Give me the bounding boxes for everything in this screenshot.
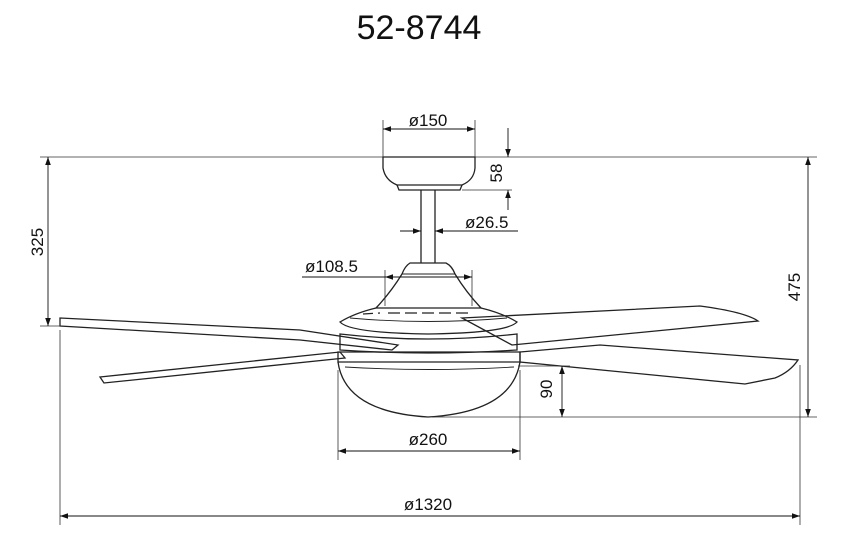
label-light-diameter: ø260: [409, 430, 448, 449]
label-sweep-diameter: ø1320: [404, 495, 452, 514]
dimension-ceiling-to-blade: 325: [28, 157, 51, 326]
dimension-light-height: 90: [537, 366, 565, 417]
fan-outline: [40, 156, 817, 418]
downrod: [420, 190, 436, 263]
label-ceiling-to-blade: 325: [28, 228, 47, 256]
blade-right-upper: [459, 305, 760, 346]
dimension-canopy-height: 58: [487, 128, 511, 210]
blade-right-lower: [519, 344, 800, 385]
dimension-motor-top-diameter: ø108.5: [302, 257, 472, 280]
canopy: [382, 156, 476, 191]
label-downrod-diameter: ø26.5: [465, 213, 508, 232]
label-canopy-height: 58: [487, 164, 506, 183]
dimension-overall-height: 475: [785, 157, 811, 417]
light-kit: [337, 351, 521, 418]
dimension-downrod-diameter: ø26.5: [400, 213, 518, 234]
label-light-height: 90: [537, 380, 556, 399]
dimension-sweep-diameter: ø1320: [60, 495, 800, 519]
blade-left-lower: [98, 351, 347, 384]
dimension-light-diameter: ø260: [338, 430, 520, 454]
label-canopy-diameter: ø150: [409, 111, 448, 130]
drawing-title: 52-8744: [357, 9, 482, 47]
fan-blades: [59, 305, 800, 385]
label-overall-height: 475: [785, 273, 804, 301]
dimension-canopy-diameter: ø150: [383, 111, 475, 132]
label-motor-top-diameter: ø108.5: [305, 257, 358, 276]
motor-housing: [338, 262, 519, 354]
blade-left-upper: [59, 317, 400, 351]
